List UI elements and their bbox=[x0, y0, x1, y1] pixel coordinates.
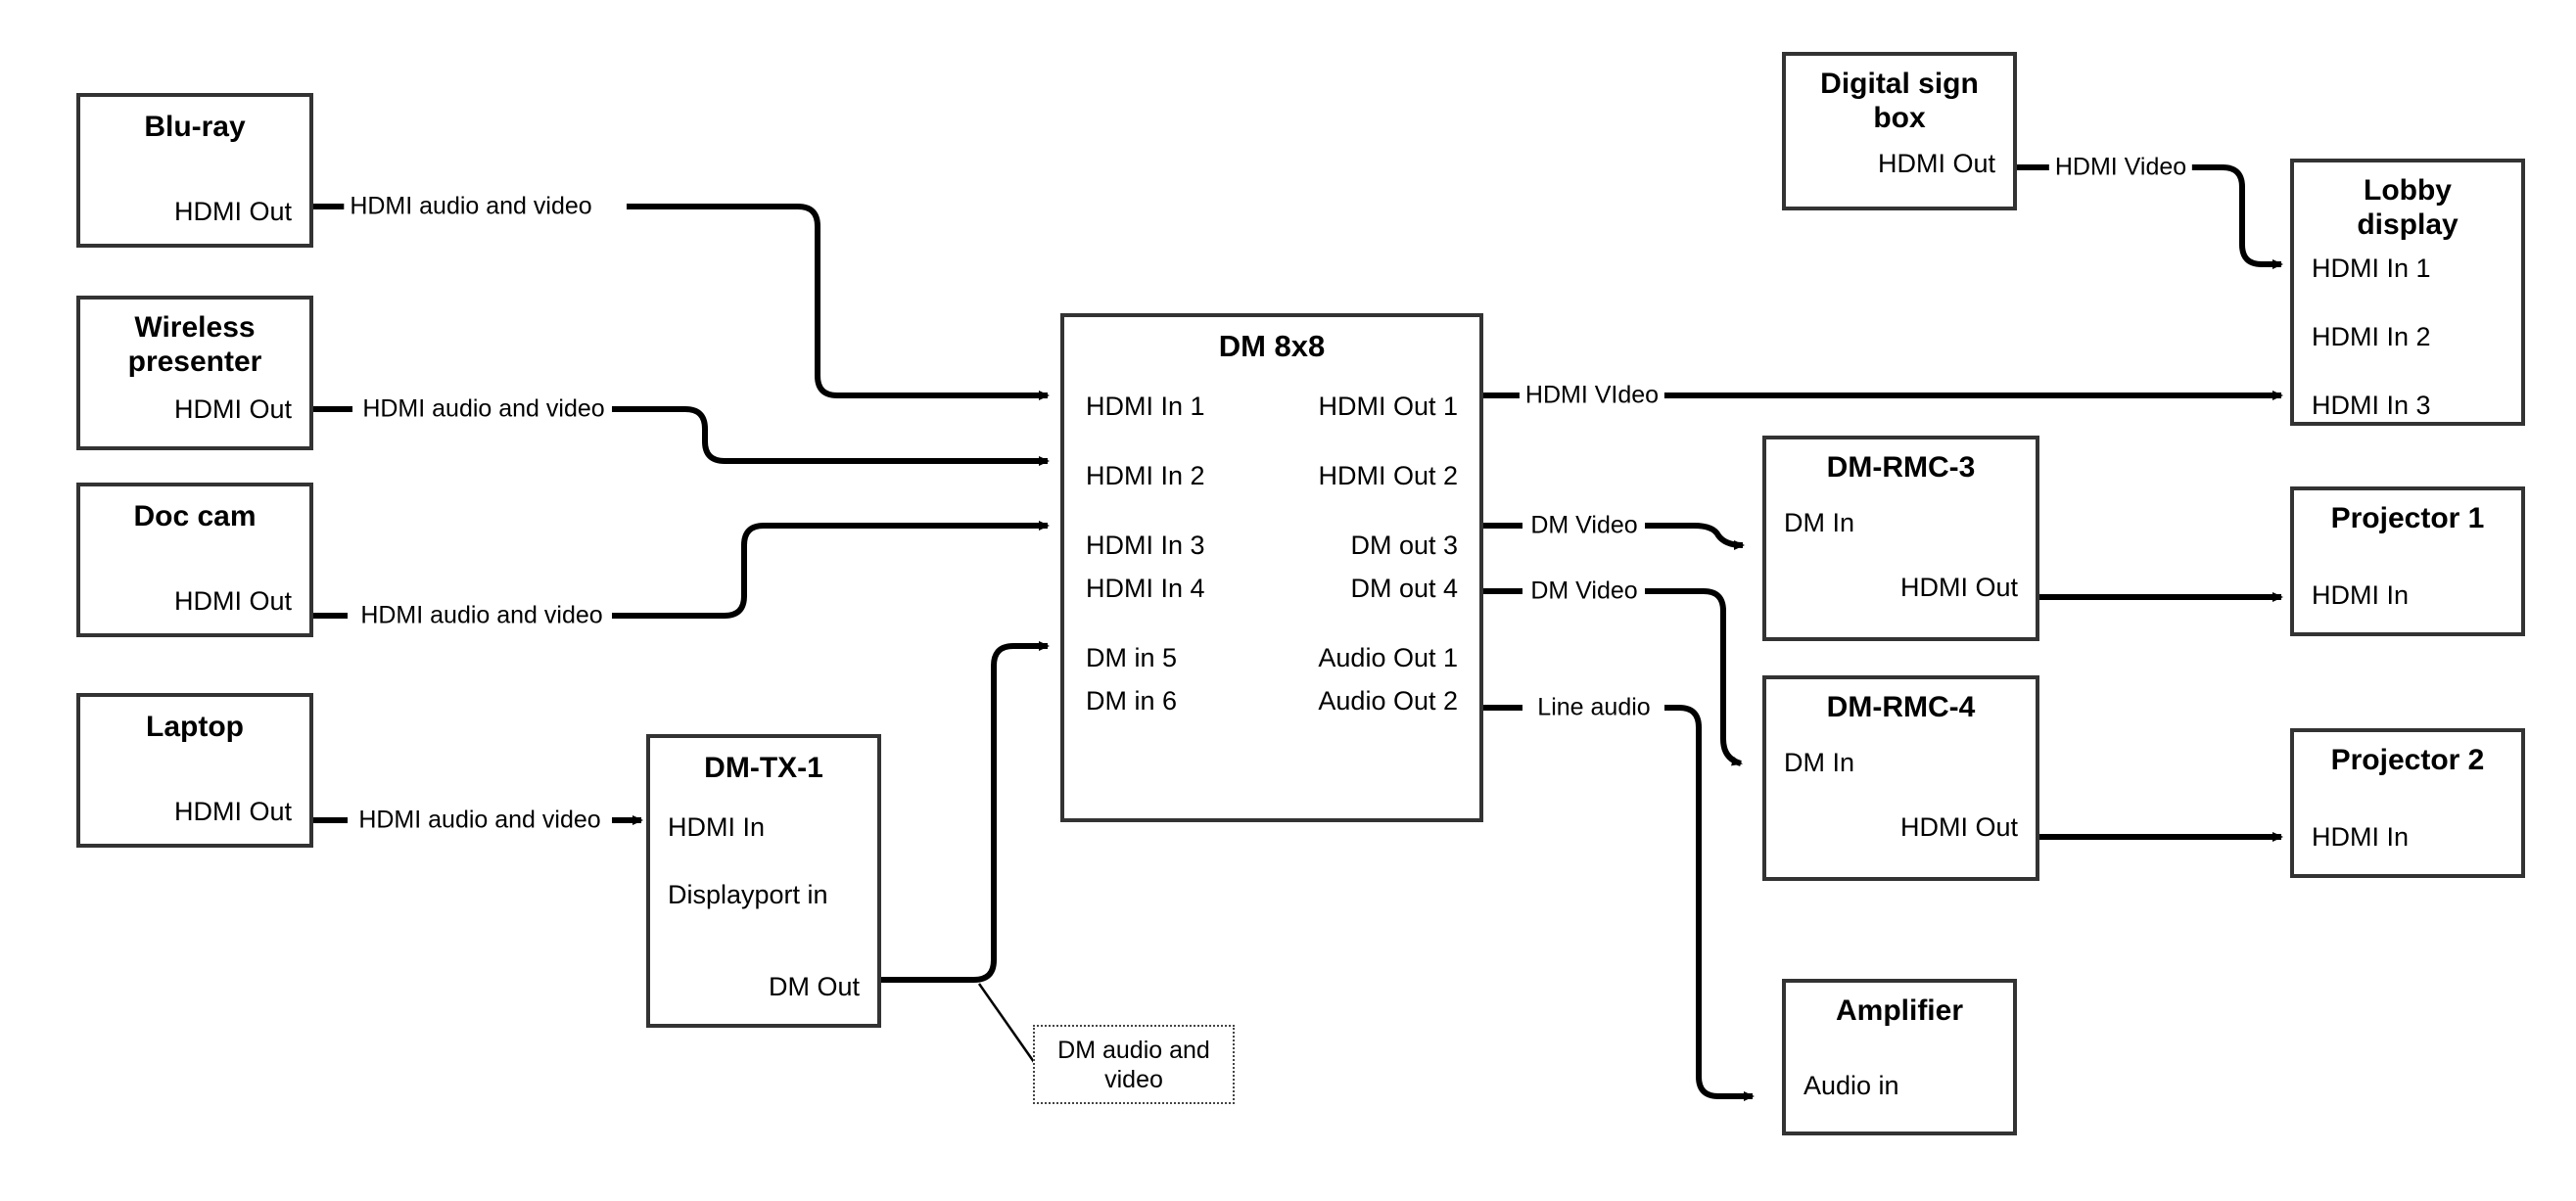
wire-label-wireless-to-in2: HDMI audio and video bbox=[356, 394, 611, 424]
node-dm-8x8-output-audio-out-2: Audio Out 2 bbox=[1318, 686, 1458, 716]
wire-dm8x8-audioout1-to-amp-b bbox=[1664, 705, 1755, 1101]
wire-label-dmout4-to-rmc4: DM Video bbox=[1524, 577, 1644, 606]
node-wireless-presenter-port-hdmi-out: HDMI Out bbox=[173, 394, 292, 424]
node-dm-8x8-input-hdmi-in-1: HDMI In 1 bbox=[1086, 392, 1205, 421]
wire-bluray-to-dm8x8-in1b bbox=[627, 204, 1050, 400]
node-doc-cam-port-hdmi-out: HDMI Out bbox=[173, 586, 292, 616]
node-dm-tx-1-title: DM-TX-1 bbox=[704, 752, 823, 784]
callout-dm-audio-and-video-text: DM audio and video bbox=[1057, 1036, 1210, 1093]
node-lobby-display[interactable]: Lobby display HDMI In 1 HDMI In 2 HDMI I… bbox=[2290, 159, 2525, 426]
node-dm-8x8-output-hdmi-out-2: HDMI Out 2 bbox=[1318, 461, 1458, 490]
wire-label-hdmiout1-to-lobby: HDMI VIdeo bbox=[1519, 381, 1665, 410]
node-amplifier[interactable]: Amplifier Audio in bbox=[1782, 979, 2017, 1135]
node-dm-8x8-output-hdmi-out-1: HDMI Out 1 bbox=[1318, 392, 1458, 421]
node-bluray-title: Blu-ray bbox=[144, 111, 246, 143]
node-bluray-port-hdmi-out: HDMI Out bbox=[173, 197, 292, 226]
node-dm-rmc-4-port-dm-in: DM In bbox=[1784, 748, 1855, 777]
node-dm-tx-1-port-displayport-in: Displayport in bbox=[668, 880, 828, 909]
node-dm-rmc-3-port-dm-in: DM In bbox=[1784, 508, 1855, 537]
node-digital-sign-box[interactable]: Digital sign box HDMI Out bbox=[1782, 52, 2017, 210]
node-lobby-display-title: Lobby display bbox=[2357, 174, 2459, 241]
node-dm-8x8-input-hdmi-in-2: HDMI In 2 bbox=[1086, 461, 1205, 490]
wire-dmtx1-to-dm8x8-in5 bbox=[881, 641, 1050, 983]
wire-label-doccam-to-in3: HDMI audio and video bbox=[354, 601, 609, 630]
node-dm-rmc-4[interactable]: DM-RMC-4 DM In HDMI Out bbox=[1762, 675, 2039, 881]
node-dm-rmc-4-title: DM-RMC-4 bbox=[1826, 691, 1976, 723]
wire-sign-to-lobby-in1-b bbox=[2188, 164, 2283, 269]
node-dm-8x8-input-hdmi-in-3: HDMI In 3 bbox=[1086, 531, 1205, 560]
wire-wireless-to-dm8x8-in2b bbox=[612, 406, 1050, 466]
node-wireless-presenter[interactable]: Wireless presenter HDMI Out bbox=[76, 296, 313, 450]
node-laptop-title: Laptop bbox=[146, 711, 244, 743]
node-dm-8x8-output-audio-out-1: Audio Out 1 bbox=[1318, 643, 1458, 672]
wire-label-audioout1-to-amp: Line audio bbox=[1531, 693, 1657, 722]
node-dm-8x8-input-hdmi-in-4: HDMI In 4 bbox=[1086, 574, 1205, 603]
node-dm-rmc-3-title: DM-RMC-3 bbox=[1826, 451, 1976, 484]
wire-label-dmout3-to-rmc3: DM Video bbox=[1524, 511, 1644, 540]
node-dm-rmc-3[interactable]: DM-RMC-3 DM In HDMI Out bbox=[1762, 436, 2039, 641]
node-digital-sign-box-port-hdmi-out: HDMI Out bbox=[1877, 149, 1995, 178]
node-dm-tx-1-port-dm-out: DM Out bbox=[768, 972, 860, 1001]
node-dm-tx-1-port-hdmi-in: HDMI In bbox=[668, 812, 766, 842]
node-laptop-port-hdmi-out: HDMI Out bbox=[173, 797, 292, 826]
node-lobby-display-port-hdmi-in-1: HDMI In 1 bbox=[2312, 254, 2431, 283]
node-projector-2-title: Projector 2 bbox=[2330, 744, 2485, 776]
node-amplifier-title: Amplifier bbox=[1835, 994, 1964, 1027]
wire-dm8x8-out4-to-rmc4-b bbox=[1645, 588, 1743, 766]
node-dm-8x8-output-dm-out-4: DM out 4 bbox=[1350, 574, 1458, 603]
node-projector-1-port-hdmi-in: HDMI In bbox=[2312, 580, 2410, 610]
node-projector-2-port-hdmi-in: HDMI In bbox=[2312, 822, 2410, 852]
node-projector-2[interactable]: Projector 2 HDMI In bbox=[2290, 728, 2525, 878]
node-digital-sign-box-title: Digital sign box bbox=[1820, 68, 1979, 134]
node-dm-8x8-output-dm-out-3: DM out 3 bbox=[1350, 531, 1458, 560]
node-projector-1-title: Projector 1 bbox=[2330, 502, 2485, 534]
node-projector-1[interactable]: Projector 1 HDMI In bbox=[2290, 486, 2525, 636]
node-doc-cam[interactable]: Doc cam HDMI Out bbox=[76, 483, 313, 637]
node-lobby-display-port-hdmi-in-2: HDMI In 2 bbox=[2312, 322, 2431, 351]
node-dm-tx-1[interactable]: DM-TX-1 HDMI In Displayport in DM Out bbox=[646, 734, 881, 1028]
callout-dm-audio-and-video: DM audio and video bbox=[1033, 1025, 1235, 1104]
wire-dm8x8-out3-to-rmc3-b bbox=[1645, 523, 1745, 550]
wire-label-bluray-to-in1: HDMI audio and video bbox=[344, 192, 598, 221]
wire-doccam-to-dm8x8-in3b bbox=[612, 521, 1050, 619]
leader-line-dm-audio-video bbox=[977, 983, 1043, 1073]
node-bluray[interactable]: Blu-ray HDMI Out bbox=[76, 93, 313, 248]
node-laptop[interactable]: Laptop HDMI Out bbox=[76, 693, 313, 848]
node-lobby-display-port-hdmi-in-3: HDMI In 3 bbox=[2312, 391, 2431, 420]
wire-label-laptop-to-dmtx1: HDMI audio and video bbox=[352, 806, 607, 835]
node-dm-rmc-4-port-hdmi-out: HDMI Out bbox=[1899, 812, 2018, 842]
node-dm-8x8-title: DM 8x8 bbox=[1218, 329, 1326, 363]
node-dm-8x8[interactable]: DM 8x8 HDMI In 1 HDMI In 2 HDMI In 3 HDM… bbox=[1060, 313, 1483, 822]
node-doc-cam-title: Doc cam bbox=[133, 500, 257, 532]
node-amplifier-port-audio-in: Audio in bbox=[1803, 1071, 1899, 1100]
node-wireless-presenter-title: Wireless presenter bbox=[127, 311, 262, 378]
node-dm-rmc-3-port-hdmi-out: HDMI Out bbox=[1899, 573, 2018, 602]
wire-label-sign-to-lobby: HDMI Video bbox=[2048, 153, 2193, 182]
node-dm-8x8-input-dm-in-6: DM in 6 bbox=[1086, 686, 1178, 716]
node-dm-8x8-input-dm-in-5: DM in 5 bbox=[1086, 643, 1178, 672]
